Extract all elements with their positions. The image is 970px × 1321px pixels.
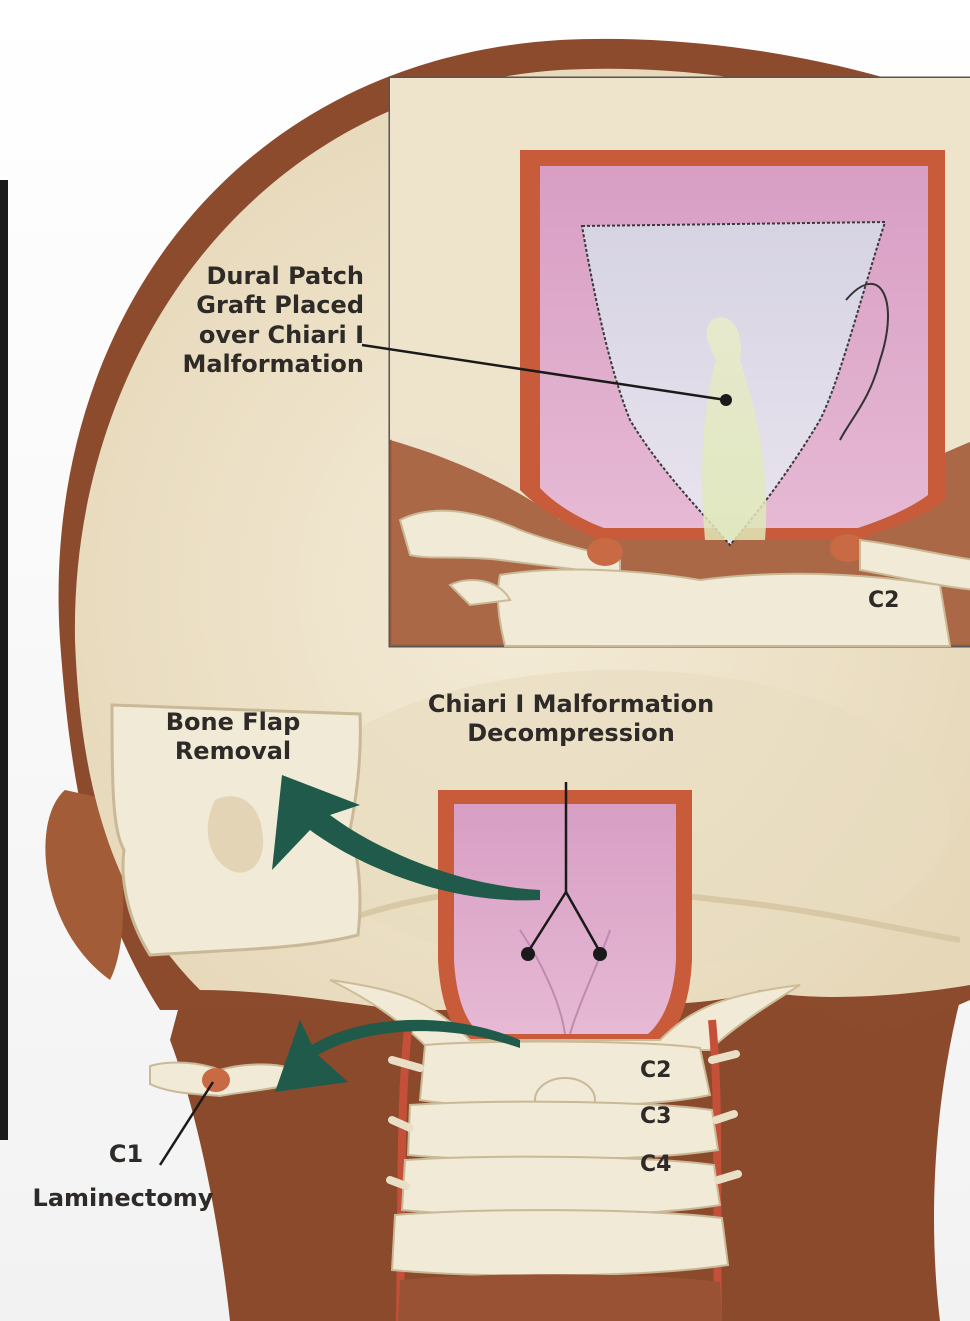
dural-patch-leader-line [361, 343, 727, 402]
inset-panel [388, 76, 970, 648]
bone-flap-arrow [272, 775, 540, 901]
decompression-leader-right [564, 891, 602, 953]
cervical-spine [386, 1019, 742, 1321]
c1-label: C1 [108, 1140, 144, 1168]
c2-inset-label: C2 [868, 588, 900, 613]
decompression-pointer-dot-right [593, 947, 607, 961]
c3-vertebra-label: C3 [640, 1104, 672, 1129]
decompression-label: Chiari I Malformation Decompression [427, 690, 715, 748]
c2-vertebra-label: C2 [640, 1058, 672, 1083]
left-ear [45, 790, 124, 980]
decompression-leader-left [526, 891, 568, 953]
dural-patch-label: Dural Patch Graft Placed over Chiari I M… [182, 262, 364, 378]
c4-vertebra-label: C4 [640, 1152, 672, 1177]
c1-leader-line [158, 1081, 215, 1166]
bone-flap-label: Bone Flap Removal [165, 708, 301, 766]
left-edge-bar [0, 180, 8, 1140]
decompression-window [438, 790, 692, 1045]
dural-patch-pointer-dot [720, 394, 732, 406]
bone-flap [110, 703, 362, 957]
c1-removal-arrow [275, 1019, 520, 1092]
laminectomy-label: Laminectomy [32, 1184, 214, 1212]
decompression-pointer-dot-left [521, 947, 535, 961]
